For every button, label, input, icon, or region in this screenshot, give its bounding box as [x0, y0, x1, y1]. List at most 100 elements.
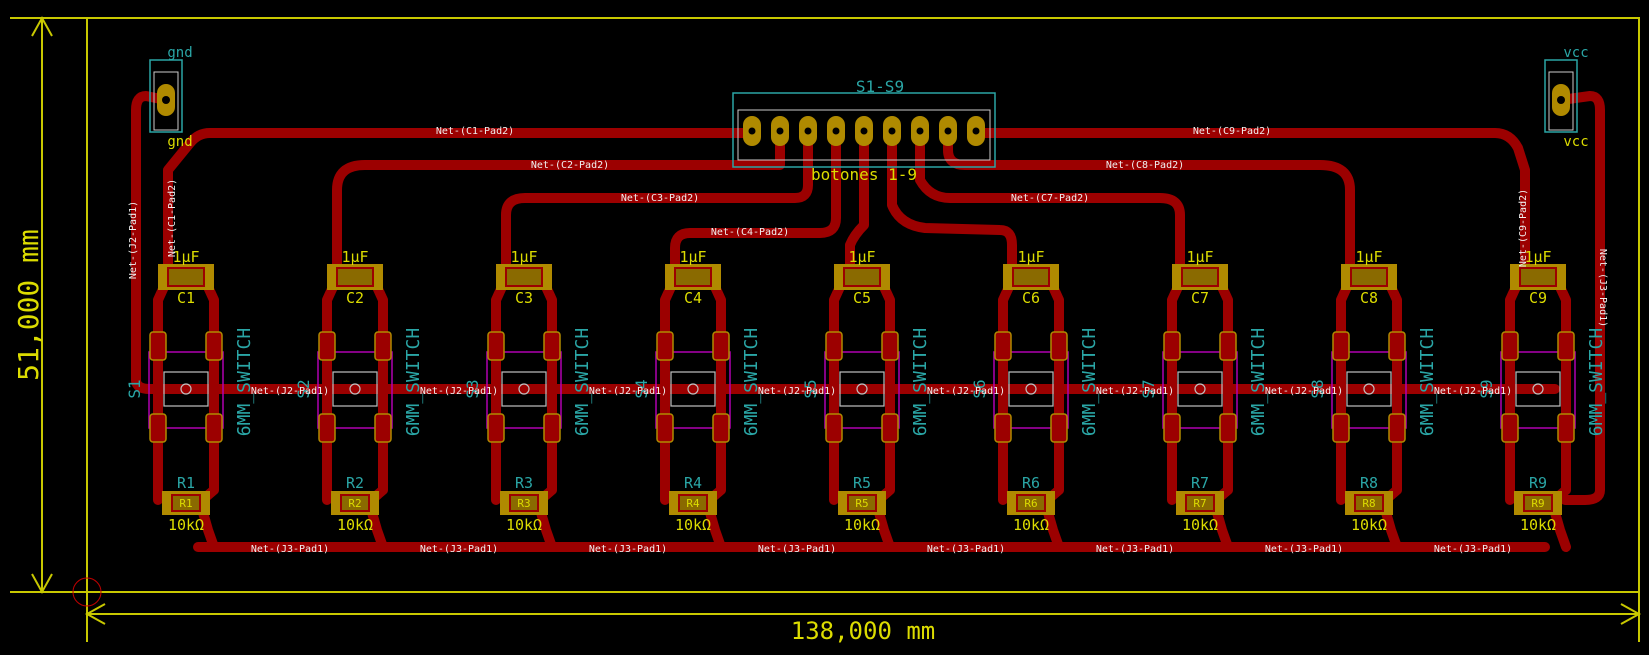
switch-pad — [1219, 413, 1237, 443]
c5-route-track — [845, 128, 869, 275]
switch-ref: S6 — [970, 379, 989, 398]
capacitor-inner — [505, 267, 543, 287]
switch-body — [1008, 371, 1054, 407]
resistor-ref-fab: R1 — [179, 497, 192, 510]
switch-pad — [205, 331, 223, 361]
resistor-value: 10kΩ — [1520, 516, 1556, 534]
net-label-right-j3: Net-(J3-Pad1) — [1597, 249, 1608, 327]
capacitor-inner — [336, 267, 374, 287]
capacitor-ref: C2 — [346, 289, 364, 307]
resistor-ref: R1 — [177, 474, 195, 492]
connector-s1-s9[interactable] — [732, 92, 996, 168]
resistor-inner — [171, 494, 201, 512]
connector-pins — [743, 116, 985, 146]
net-label-c2: Net-(C2-Pad2) — [531, 160, 609, 171]
switch-value: 6MM_SWITCH — [1079, 328, 1100, 436]
net-label-j3: Net-(J3-Pad1) — [758, 544, 836, 555]
capacitor-value: 1µF — [679, 248, 706, 266]
c6-route-track — [887, 128, 1017, 275]
capacitor-inner — [167, 267, 205, 287]
capacitor-value: 1µF — [1355, 248, 1382, 266]
switch-courtyard — [655, 351, 731, 429]
switch-pad — [656, 413, 674, 443]
switch-actuator — [518, 383, 530, 395]
switch-ref: S4 — [632, 379, 651, 398]
vcc-track — [1556, 91, 1605, 505]
capacitor-ref: C1 — [177, 289, 195, 307]
connector-pin — [911, 116, 929, 146]
vcc-pad[interactable] — [1544, 59, 1578, 133]
capacitor-value: 1µF — [848, 248, 875, 266]
resistor-ref-fab: R5 — [855, 497, 868, 510]
capacitor-value: 1µF — [1186, 248, 1213, 266]
switch-value: 6MM_SWITCH — [1586, 328, 1607, 436]
switch-courtyard — [1500, 351, 1576, 429]
net-label-j2: Net-(J2-Pad1) — [927, 386, 1005, 397]
resistor-ref-fab: R7 — [1193, 497, 1206, 510]
net-label-j3: Net-(J3-Pad1) — [420, 544, 498, 555]
switch-value: 6MM_SWITCH — [403, 328, 424, 436]
resistor-ref: R8 — [1360, 474, 1378, 492]
resistor-value: 10kΩ — [168, 516, 204, 534]
net-label-j2: Net-(J2-Pad1) — [251, 386, 329, 397]
gnd-pad[interactable] — [149, 59, 183, 133]
height-dimension — [10, 15, 87, 595]
resistor-value: 10kΩ — [1351, 516, 1387, 534]
switch-pad — [1557, 413, 1575, 443]
capacitor-inner — [1181, 267, 1219, 287]
gnd-outline — [149, 59, 183, 133]
net-label-left-j2: Net-(J2-Pad1) — [128, 201, 139, 279]
switch-body — [1177, 371, 1223, 407]
capacitor-value: 1µF — [1524, 248, 1551, 266]
switch-ref: S8 — [1308, 379, 1327, 398]
connector-pin — [855, 116, 873, 146]
capacitor-value: 1µF — [172, 248, 199, 266]
vcc-courtyard — [1548, 71, 1574, 131]
resistor-value: 10kΩ — [337, 516, 373, 534]
vcc-label-bottom: vcc — [1563, 134, 1588, 150]
switch-actuator — [1025, 383, 1037, 395]
switch-actuator — [1363, 383, 1375, 395]
switch-pad — [1388, 331, 1406, 361]
net-label-j2: Net-(J2-Pad1) — [420, 386, 498, 397]
net-label-left-c1: Net-(C1-Pad2) — [167, 179, 178, 257]
board-outline — [86, 17, 1640, 593]
switch-pad — [149, 413, 167, 443]
capacitor-inner — [1350, 267, 1388, 287]
switch-ref: S1 — [125, 379, 144, 398]
switch-pad — [487, 413, 505, 443]
resistor-inner — [509, 494, 539, 512]
width-dimension-label: 138,000 mm — [791, 617, 936, 645]
resistor-value: 10kΩ — [1182, 516, 1218, 534]
switch-body — [163, 371, 209, 407]
switch-ref: S3 — [463, 379, 482, 398]
connector-value: botones 1-9 — [811, 165, 917, 184]
resistor-inner — [340, 494, 370, 512]
net-label-c7: Net-(C7-Pad2) — [1011, 193, 1089, 204]
c4-route-track — [670, 128, 841, 275]
connector-reference: S1-S9 — [856, 77, 904, 96]
net-label-j2: Net-(J2-Pad1) — [758, 386, 836, 397]
switch-pad — [712, 413, 730, 443]
switch-courtyard — [317, 351, 393, 429]
switch-pad — [1332, 413, 1350, 443]
switch-pad — [881, 331, 899, 361]
capacitor-value: 1µF — [510, 248, 537, 266]
switch-value: 6MM_SWITCH — [741, 328, 762, 436]
switch-ref: S7 — [1139, 379, 1158, 398]
resistor-inner — [678, 494, 708, 512]
switch-pad — [1163, 413, 1181, 443]
c7-route-track — [915, 128, 1185, 275]
resistor-value: 10kΩ — [506, 516, 542, 534]
net-label-j2: Net-(J2-Pad1) — [1265, 386, 1343, 397]
